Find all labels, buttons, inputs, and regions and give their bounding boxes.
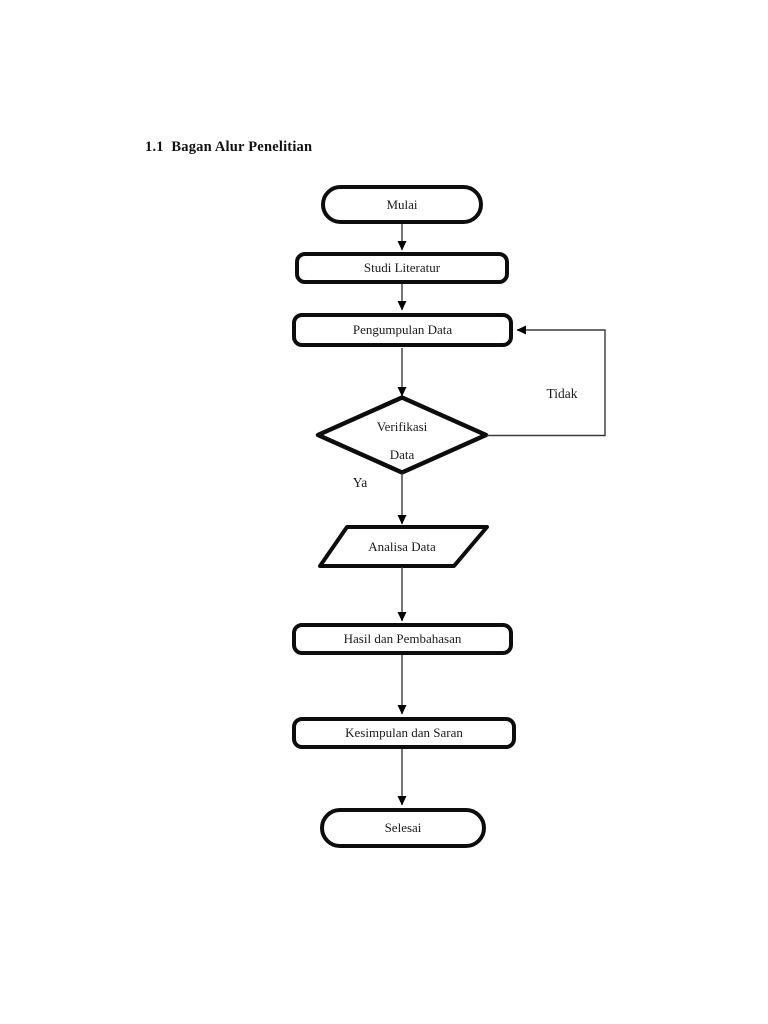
node-hasil-dan-pembahasan: Hasil dan Pembahasan (292, 623, 513, 655)
page-title: 1.1 Bagan Alur Penelitian (145, 139, 313, 155)
node-selesai-label: Selesai (384, 820, 422, 835)
node-mulai-label: Mulai (386, 196, 418, 212)
node-analisa-data-label: Analisa Data (368, 539, 436, 554)
node-hasil-dan-pembahasan-label: Hasil dan Pembahasan (343, 631, 462, 646)
node-selesai: Selesai (320, 808, 486, 848)
node-studi-literatur-label: Studi Literatur (363, 260, 441, 275)
verifikasi-label-line1: Verifikasi (376, 419, 428, 434)
node-studi-literatur: Studi Literatur (295, 252, 509, 284)
node-kesimpulan-dan-saran-label: Kesimpulan dan Saran (345, 725, 463, 740)
node-pengumpulan-data-label: Pengumpulan Data (352, 322, 453, 337)
node-verifikasi-data-label: Verifikasi Data (318, 413, 486, 468)
io-parallelogram-shape (318, 525, 489, 568)
edge-label-ya: Ya (352, 475, 368, 490)
node-kesimpulan-dan-saran: Kesimpulan dan Saran (292, 717, 516, 749)
connector-tidak-loopback (487, 325, 606, 437)
edge-label-tidak: Tidak (546, 386, 578, 401)
decision-diamond-shape (315, 395, 489, 475)
node-mulai: Mulai (321, 185, 483, 224)
verifikasi-label-line2: Data (389, 446, 415, 462)
node-pengumpulan-data: Pengumpulan Data (292, 313, 513, 347)
